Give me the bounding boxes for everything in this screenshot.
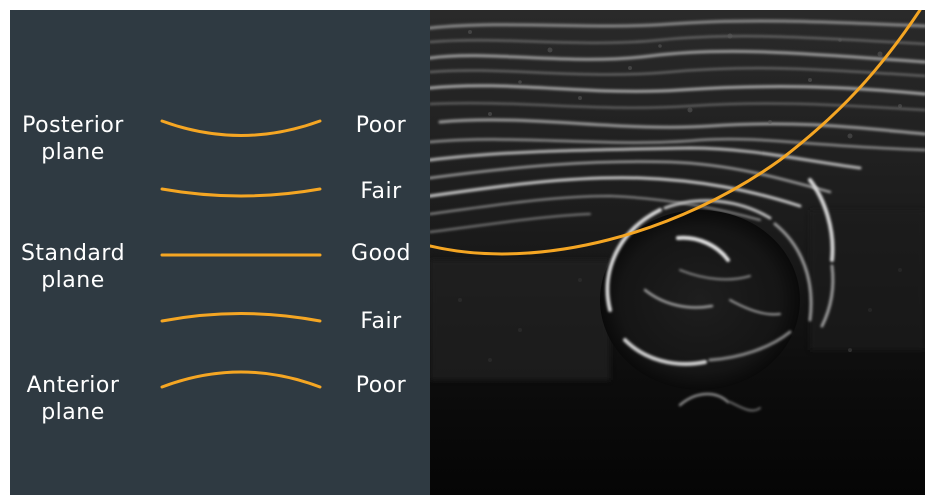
quality-label-posterior: Poor <box>336 112 426 139</box>
standard-plane-label: Standard plane <box>0 240 148 294</box>
ultrasound-image <box>430 10 925 495</box>
quality-label-anterior: Poor <box>336 372 426 399</box>
quality-label-standard: Good <box>336 240 426 267</box>
posterior-plane-line1: Posterior <box>0 112 148 139</box>
posterior-plane-line2: plane <box>0 139 148 166</box>
standard-plane-line1: Standard <box>0 240 148 267</box>
posterior-plane-label: Posterior plane <box>0 112 148 166</box>
ultrasound-scan <box>430 10 925 495</box>
quality-label-posterior-fair: Fair <box>336 178 426 205</box>
curve-anterior-fair <box>162 314 320 322</box>
quality-label-anterior-fair: Fair <box>336 308 426 335</box>
curve-anterior-poor <box>162 372 320 387</box>
anterior-plane-line1: Anterior <box>0 372 148 399</box>
curve-posterior-fair <box>162 189 320 196</box>
standard-plane-line2: plane <box>0 267 148 294</box>
curve-posterior-poor <box>162 121 320 136</box>
anterior-plane-line2: plane <box>0 399 148 426</box>
legend-panel: Posterior plane Standard plane Anterior … <box>10 10 430 495</box>
anterior-plane-label: Anterior plane <box>0 372 148 426</box>
